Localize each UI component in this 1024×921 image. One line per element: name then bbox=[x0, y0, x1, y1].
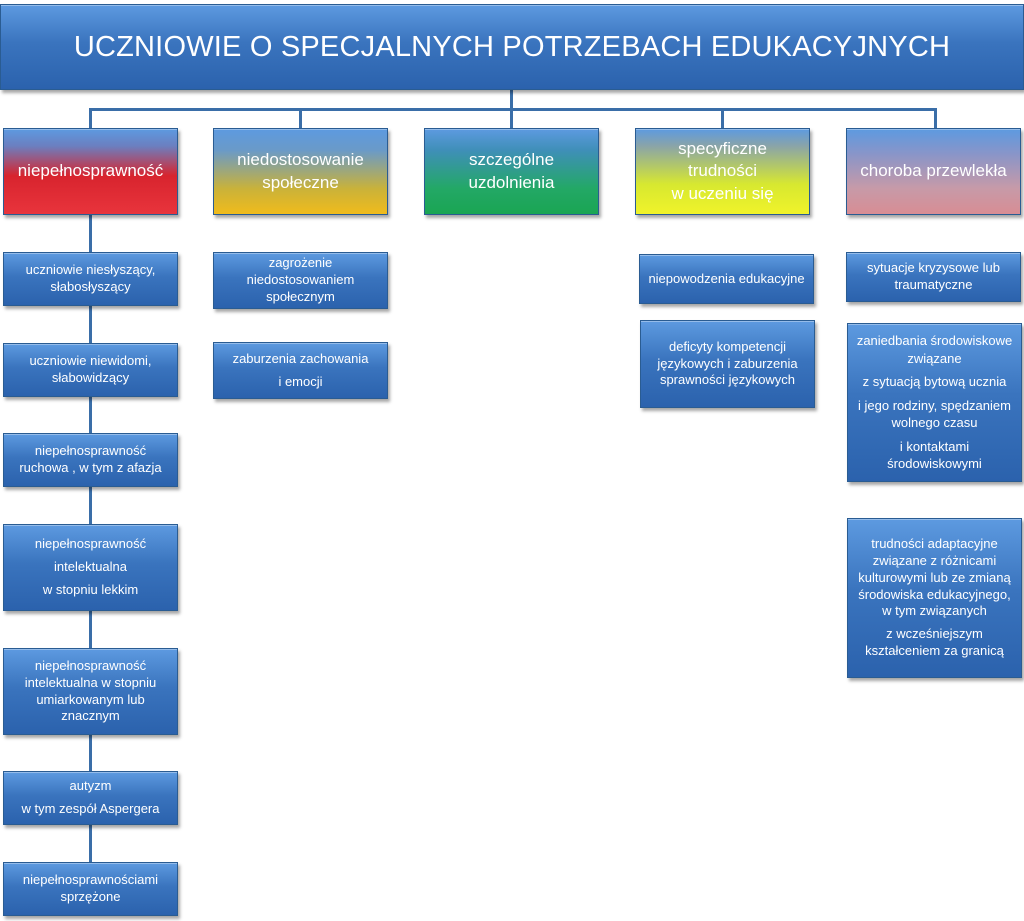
item-text: i jego rodziny, spędzaniem bbox=[858, 397, 1011, 413]
item-text: intelektualna bbox=[54, 559, 127, 575]
item-text: i kontaktami bbox=[899, 438, 970, 454]
category-label: specyficzne bbox=[678, 139, 767, 159]
item-autyzm: autyzm w tym zespół Aspergera bbox=[3, 771, 178, 825]
connector-cat5 bbox=[934, 108, 937, 128]
item-text: słabosłyszący bbox=[50, 279, 131, 294]
item-text: uczniowie niewidomi, bbox=[29, 353, 152, 369]
item-text: niepełnosprawnościami bbox=[22, 872, 159, 888]
item-text: sytuacje kryzysowe lub bbox=[867, 260, 1000, 276]
item-text: znacznym bbox=[61, 708, 120, 724]
item-nieslyszacy: uczniowie niesłyszący, słabosłyszący bbox=[3, 252, 178, 306]
connector-cat2 bbox=[299, 108, 302, 128]
item-text: i emocji bbox=[278, 373, 323, 389]
item-text: społecznym bbox=[266, 288, 335, 304]
item-text: autyzm bbox=[69, 778, 112, 794]
diagram-title: UCZNIOWIE O SPECJALNYCH POTRZEBACH EDUKA… bbox=[0, 4, 1024, 90]
item-text: ruchowa , w tym z afazja bbox=[19, 460, 162, 475]
item-text: trudności adaptacyjne bbox=[871, 535, 998, 551]
category-label: niepełnosprawność bbox=[17, 161, 164, 181]
category-uzdolnienia: szczególne uzdolnienia bbox=[424, 128, 599, 215]
category-label: trudności bbox=[688, 161, 757, 181]
category-label: niedostosowanie bbox=[237, 150, 364, 170]
item-text: środowiskowymi bbox=[887, 456, 982, 472]
category-label: szczególne bbox=[468, 150, 555, 170]
item-text: słabowidzący bbox=[51, 370, 130, 385]
item-text: sprawności językowych bbox=[659, 372, 796, 388]
item-text: kształceniem za granicą bbox=[865, 643, 1004, 659]
connector-cat4 bbox=[721, 108, 724, 128]
category-label: uzdolnienia bbox=[468, 172, 555, 192]
item-text: uczniowie niesłyszący, bbox=[25, 262, 156, 278]
item-text: zagrożenie bbox=[268, 255, 333, 271]
item-sytuacje-kryzysowe: sytuacje kryzysowe lub traumatyczne bbox=[846, 252, 1021, 302]
category-niedostosowanie: niedostosowanie społeczne bbox=[213, 128, 388, 215]
item-zaniedbania: zaniedbania środowiskowe związane z sytu… bbox=[847, 323, 1022, 482]
connector-cat3 bbox=[510, 108, 513, 128]
category-label: społeczne bbox=[262, 172, 339, 192]
item-text: wolnego czasu bbox=[891, 415, 978, 431]
category-niepelnosprawnosc: niepełnosprawność bbox=[3, 128, 178, 215]
item-text: w tym zespół Aspergera bbox=[21, 801, 160, 816]
item-text: niepełnosprawność bbox=[34, 443, 147, 459]
item-intelektualna-lekka: niepełnosprawność intelektualna w stopni… bbox=[3, 524, 178, 611]
item-text: niepełnosprawność bbox=[34, 536, 147, 552]
item-trudnosci-adaptacyjne: trudności adaptacyjne związane z różnica… bbox=[847, 518, 1022, 678]
item-ruchowa: niepełnosprawność ruchowa , w tym z afaz… bbox=[3, 433, 178, 487]
item-text: z wcześniejszym bbox=[886, 626, 983, 642]
item-text: z sytuacją bytową ucznia bbox=[862, 374, 1007, 390]
item-text: niepowodzenia edukacyjne bbox=[648, 270, 805, 286]
item-text: sprzężone bbox=[60, 889, 121, 904]
category-trudnosci: specyficzne trudności w uczeniu się bbox=[635, 128, 810, 215]
item-text: traumatyczne bbox=[894, 277, 973, 292]
connector-title-down bbox=[510, 90, 513, 110]
category-choroba: choroba przewlekła bbox=[846, 128, 1021, 215]
item-intelektualna-umiarkowana: niepełnosprawność intelektualna w stopni… bbox=[3, 648, 178, 735]
item-text: zaburzenia zachowania bbox=[232, 350, 369, 366]
item-text: deficyty kompetencji bbox=[668, 338, 787, 354]
item-text: językowych i zaburzenia bbox=[657, 355, 798, 371]
item-text: kulturowymi lub ze zmianą bbox=[858, 569, 1011, 585]
item-text: zaniedbania środowiskowe bbox=[856, 333, 1013, 349]
item-zagrozenie: zagrożenie niedostosowaniem społecznym bbox=[213, 252, 388, 309]
item-text: związane bbox=[907, 350, 962, 366]
category-label: w uczeniu się bbox=[671, 183, 774, 203]
diagram-title-text: UCZNIOWIE O SPECJALNYCH POTRZEBACH EDUKA… bbox=[73, 30, 951, 63]
item-text: w stopniu lekkim bbox=[42, 581, 139, 597]
item-sprzezone: niepełnosprawnościami sprzężone bbox=[3, 862, 178, 916]
item-text: intelektualna w stopniu bbox=[24, 674, 157, 690]
item-deficyty: deficyty kompetencji językowych i zaburz… bbox=[640, 320, 815, 408]
item-niewidomi: uczniowie niewidomi, słabowidzący bbox=[3, 343, 178, 397]
item-text: w tym związanych bbox=[882, 603, 987, 619]
item-text: niepełnosprawność bbox=[34, 657, 147, 673]
item-text: środowiska edukacyjnego, bbox=[858, 586, 1011, 602]
connector-horizontal bbox=[89, 108, 937, 111]
item-zaburzenia-zachowania: zaburzenia zachowania i emocji bbox=[213, 342, 388, 399]
item-niepowodzenia: niepowodzenia edukacyjne bbox=[639, 254, 814, 304]
connector-cat1 bbox=[89, 108, 92, 128]
item-text: umiarkowanym lub bbox=[36, 691, 145, 707]
item-text: niedostosowaniem bbox=[246, 272, 355, 288]
category-label: choroba przewlekła bbox=[860, 161, 1007, 181]
item-text: związane z różnicami bbox=[872, 552, 997, 568]
